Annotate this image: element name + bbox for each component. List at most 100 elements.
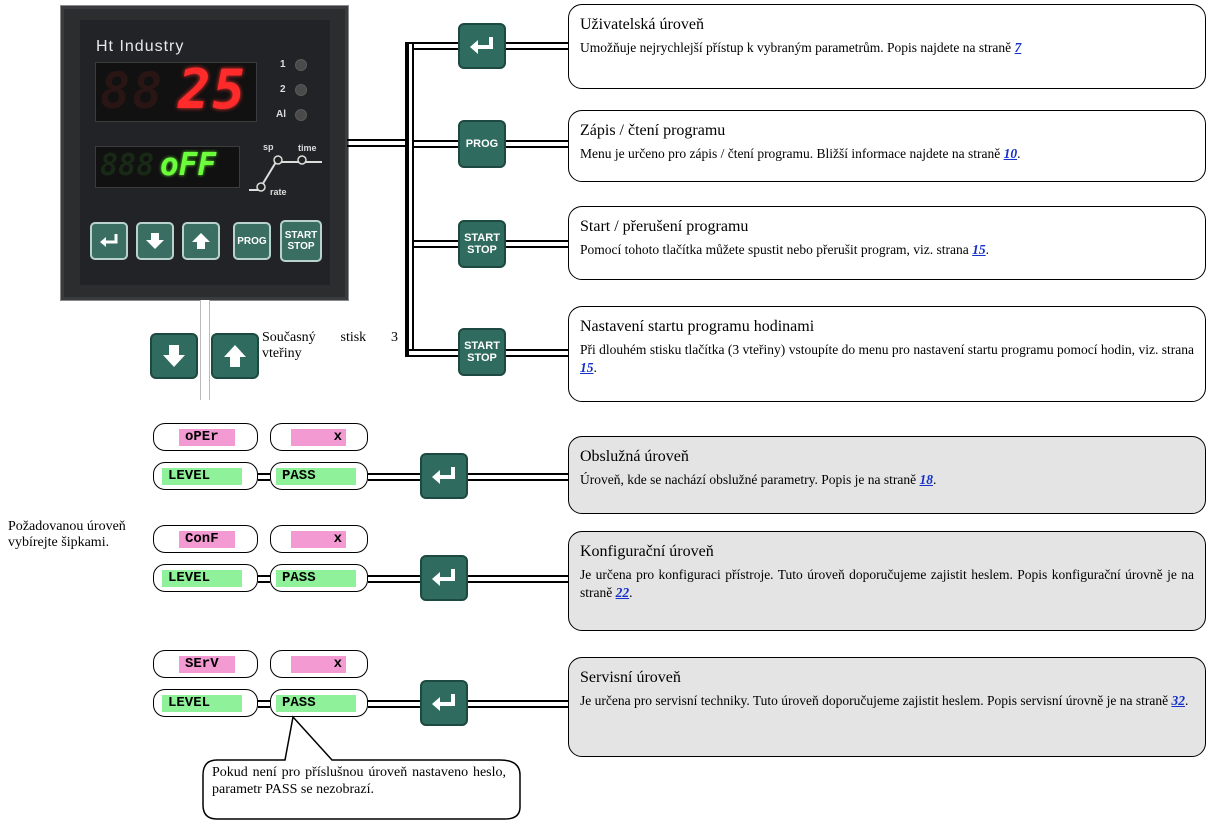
connector-enter-box [468,479,568,481]
enter-button[interactable] [458,23,506,69]
upper-display-ghost: 88 [100,62,165,120]
connector-enter-box [468,575,568,577]
upper-display [95,62,257,122]
connector-level-pass [258,706,270,708]
connector-level-pass [258,575,270,577]
up-arrow-button[interactable] [211,333,259,379]
connector-level-pass [258,473,270,475]
arrow-up-icon [192,233,210,249]
connector-device-2 [347,145,405,147]
prog-button[interactable]: PROG [458,120,506,168]
level-label-pill: LEVEL [153,462,258,490]
branch-3c [506,240,568,242]
arrow-down-icon [146,233,164,249]
box-program-write-read: Zápis / čtení programu Menu je určeno pr… [568,110,1206,182]
lower-display-value: oFF [160,147,216,183]
device-start-stop-button[interactable]: START STOP [280,220,322,262]
box-service-level: Servisní úroveň Je určena pro servisní t… [568,657,1206,757]
connector-trunk [405,44,409,355]
page-link[interactable]: 10 [1003,146,1018,161]
box-title: Obslužná úroveň [580,448,689,465]
enter-icon [432,694,455,711]
enter-button-configuration[interactable] [420,555,468,601]
branch-1a [405,42,458,44]
arrows-note: Současný stisk 3 vteřiny [262,330,398,361]
connector-pass-enter [368,575,420,577]
led-1 [295,59,307,71]
level-name-pill: ConF [153,525,258,553]
connector-level-pass [258,479,270,481]
level-x: x [291,531,346,548]
connector-enter-box [468,473,568,475]
arrow-divider [200,300,210,400]
level-name: SErV [179,656,235,673]
branch-4a [405,349,458,351]
connector-pass-enter [368,479,420,481]
page-link[interactable]: 15 [972,242,986,257]
box-title: Konfigurační úroveň [580,543,714,560]
branch-4c [506,349,568,351]
level-x-pill: x [270,525,368,553]
desc-text: Úroveň, kde se nachází obslužné parametr… [580,472,920,487]
device-prog-button[interactable]: PROG [233,222,271,260]
device-down-button[interactable] [136,222,174,260]
start-stop-button[interactable]: START STOP [458,220,506,268]
led-label-2: 2 [280,84,286,95]
box-desc: Při dlouhém stisku tlačítka (3 vteřiny) … [580,341,1194,377]
branch-2a [412,140,458,142]
device-enter-button[interactable] [90,222,128,260]
callout-text: Pokud není pro příslušnou úroveň nastave… [212,765,506,797]
enter-icon [432,569,455,586]
connector-level-pass [258,700,270,702]
pass-pill: PASS [270,462,368,490]
enter-button-service[interactable] [420,680,468,726]
box-operator-level: Obslužná úroveň Úroveň, kde se nachází o… [568,436,1206,514]
indicator-sp-label: sp [263,142,274,152]
page-link[interactable]: 15 [580,360,594,375]
enter-button-operator[interactable] [420,453,468,499]
device-up-button[interactable] [182,222,220,260]
pass-label: PASS [276,695,356,712]
branch-2c [506,140,568,142]
level-name: ConF [179,531,235,548]
box-configuration-level: Konfigurační úroveň Je určena pro konfig… [568,531,1206,631]
connector-pass-enter [368,700,420,702]
desc-end: . [593,360,597,375]
arrow-up-icon [224,345,246,367]
callout-bubble [202,715,521,820]
box-desc: Pomocí tohoto tlačítka můžete spustit ne… [580,241,1194,259]
desc-text: Je určena pro servisní techniky. Tuto úr… [580,693,1172,708]
level-name-pill: oPEr [153,423,258,451]
connector-device [347,139,405,141]
desc-text: Umožňuje nejrychlejší přístup k vybraným… [580,40,1015,55]
level-x: x [291,656,346,673]
led-label-al: Al [276,109,286,120]
level-name: oPEr [179,429,235,446]
down-arrow-button[interactable] [150,333,198,379]
connector-trunk-inner [412,44,414,349]
branch-3a [412,240,458,242]
start-stop-long-press-button[interactable]: START STOP [458,328,506,376]
box-program-start-stop: Start / přerušení programu Pomocí tohoto… [568,206,1206,280]
branch-1b [412,48,458,50]
page-link[interactable]: 7 [1014,40,1022,55]
led-label-1: 1 [280,59,286,70]
desc-text: Při dlouhém stisku tlačítka (3 vteřiny) … [580,342,1194,357]
level-x: x [291,429,346,446]
branch-3b [412,246,458,248]
desc-text: Pomocí tohoto tlačítka můžete spustit ne… [580,242,973,257]
pass-label: PASS [276,468,356,485]
lower-display [95,146,240,188]
box-desc: Menu je určeno pro zápis / čtení program… [580,145,1194,163]
connector-pass-enter [368,581,420,583]
program-indicator-icon [249,155,322,192]
connector-level-pass [258,581,270,583]
desc-end: . [629,585,633,600]
page-link[interactable]: 22 [615,585,630,600]
page-link[interactable]: 18 [919,472,934,487]
lower-display-ghost: 888 [100,148,155,183]
level-label-pill: LEVEL [153,689,258,717]
page-link[interactable]: 32 [1171,693,1186,708]
desc-end: . [1017,146,1021,161]
level-label: LEVEL [162,695,242,712]
